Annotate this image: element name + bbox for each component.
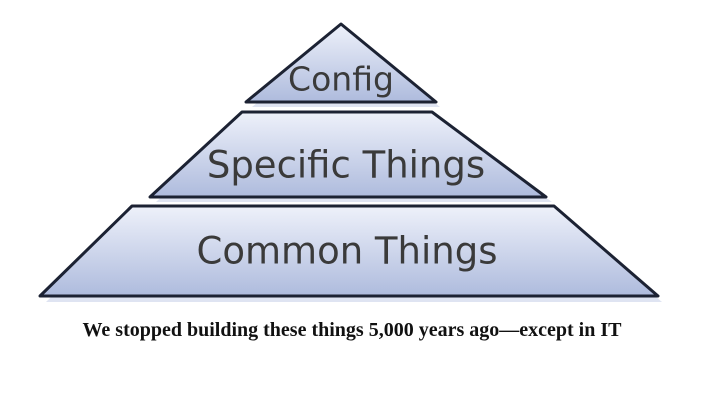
tier-specific-things: Specific Things	[148, 110, 552, 202]
pyramid-diagram: Config Specific Things Common Things	[38, 22, 662, 302]
tier-common-things: Common Things	[38, 204, 662, 302]
tier-config: Config	[244, 22, 440, 107]
caption: We stopped building these things 5,000 y…	[82, 319, 622, 341]
tier-common-things-label: Common Things	[197, 230, 498, 273]
tier-config-label: Config	[288, 60, 394, 99]
tier-specific-things-label: Specific Things	[207, 144, 485, 187]
